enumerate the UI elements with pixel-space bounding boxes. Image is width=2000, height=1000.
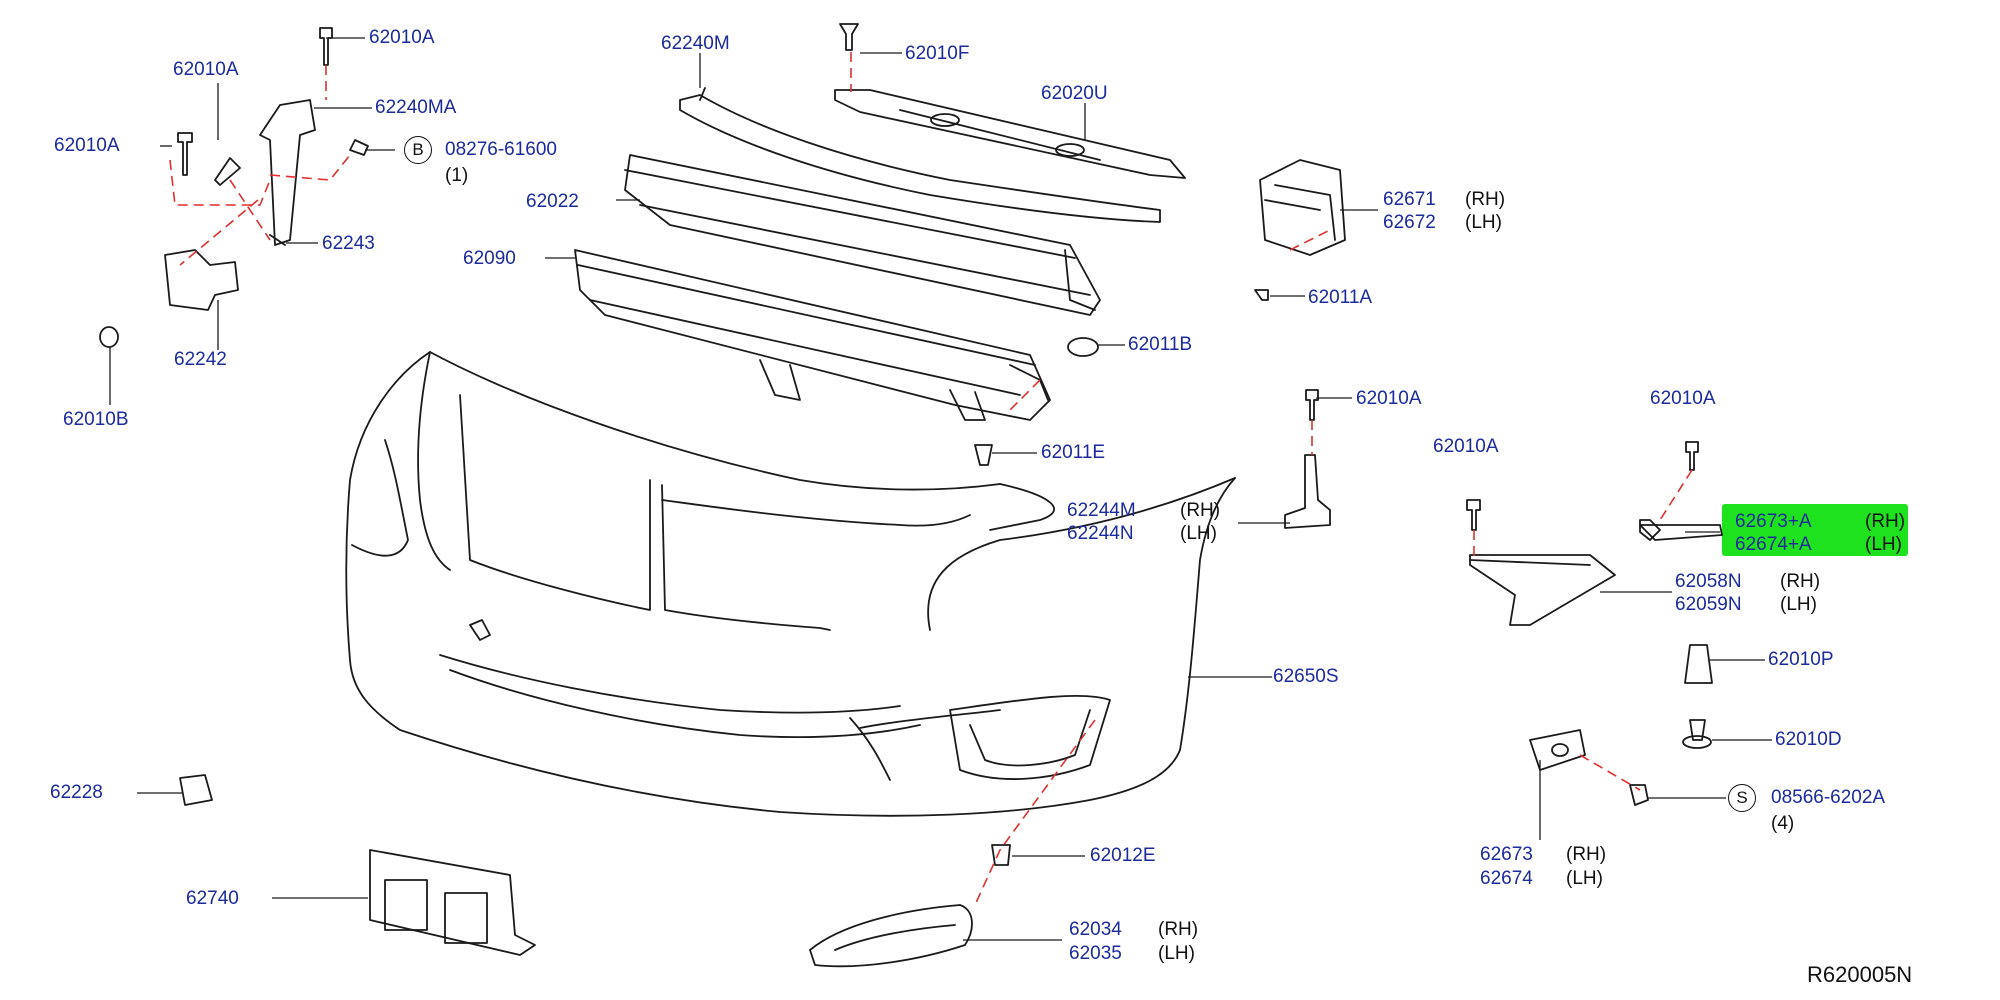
side-62034: (RH): [1158, 919, 1199, 940]
highlight-62673-62674: [1722, 504, 1908, 556]
absorber-62090: [574, 249, 1051, 421]
label-08276-61600: 08276-61600: [445, 139, 557, 160]
side-62674-a: (LH): [1865, 534, 1902, 555]
bracket-62242: [164, 249, 239, 311]
plate-62740: [369, 849, 536, 956]
side-62672: (LH): [1465, 212, 1502, 233]
label-62010P: 62010P: [1768, 649, 1834, 670]
bracket-62244M: [1284, 454, 1331, 529]
quantity-08566: (4): [1771, 813, 1795, 834]
label-62011E: 62011E: [1041, 442, 1106, 463]
label-62010A: 62010A: [1650, 388, 1716, 409]
label-62671: 62671: [1383, 189, 1436, 210]
label-62010A: 62010A: [369, 27, 435, 48]
label-62010A: 62010A: [54, 135, 120, 156]
label-62243: 62243: [322, 233, 375, 254]
callout-B: B: [404, 136, 432, 164]
bumper-fascia: [345, 351, 1236, 817]
bracket-62243: [259, 99, 316, 246]
label-leaders: [109, 37, 1772, 941]
dashed-leaders: [169, 52, 1693, 906]
side-62035: (LH): [1158, 943, 1195, 964]
cap-62228: [179, 774, 213, 806]
label-62058N: 62058N: [1675, 571, 1742, 592]
label-62034: 62034: [1069, 919, 1122, 940]
label-62010A: 62010A: [173, 59, 239, 80]
bracket-62673A: [1639, 524, 1723, 541]
label-62011A: 62011A: [1308, 287, 1373, 308]
label-62240MA: 62240MA: [375, 97, 457, 118]
label-62035: 62035: [1069, 943, 1122, 964]
side-62244N: (LH): [1180, 523, 1217, 544]
finisher-62034: [809, 904, 973, 968]
label-62010F: 62010F: [905, 43, 970, 64]
side-62673: (RH): [1566, 844, 1607, 865]
side-62674: (LH): [1566, 868, 1603, 889]
side-62058N: (RH): [1780, 571, 1821, 592]
side-62244M: (RH): [1180, 500, 1221, 521]
fasteners: [99, 23, 1713, 866]
label-62244N: 62244N: [1067, 523, 1134, 544]
reinforcement-62022: [624, 154, 1101, 316]
label-62010D: 62010D: [1775, 729, 1842, 750]
label-62011B: 62011B: [1128, 334, 1193, 355]
label-62059N: 62059N: [1675, 594, 1742, 615]
label-62673-a: 62673+A: [1735, 511, 1812, 532]
label-62240M: 62240M: [661, 33, 730, 54]
callout-S: S: [1728, 784, 1756, 812]
label-62020U: 62020U: [1041, 83, 1108, 104]
stay-62240M: [679, 87, 1161, 223]
label-62740: 62740: [186, 888, 239, 909]
label-62244M: 62244M: [1067, 500, 1136, 521]
bracket-62058N: [1469, 554, 1616, 626]
label-62010B: 62010B: [63, 409, 129, 430]
label-62012E: 62012E: [1090, 845, 1156, 866]
diagram-reference: R620005N: [1807, 962, 1913, 987]
label-08566-6202A: 08566-6202A: [1771, 787, 1886, 808]
label-62010A: 62010A: [1356, 388, 1422, 409]
side-62059N: (LH): [1780, 594, 1817, 615]
label-62674-a: 62674+A: [1735, 534, 1812, 555]
label-62010A: 62010A: [1433, 436, 1499, 457]
label-62673: 62673: [1480, 844, 1533, 865]
quantity-08276: (1): [445, 165, 469, 186]
label-62650S: 62650S: [1273, 666, 1339, 687]
bracket-62671: [1259, 159, 1346, 256]
label-62022: 62022: [526, 191, 579, 212]
label-62090: 62090: [463, 248, 516, 269]
stay-62020U: [834, 89, 1186, 179]
label-62674: 62674: [1480, 868, 1533, 889]
label-62242: 62242: [174, 349, 227, 370]
bracket-62673: [1529, 729, 1586, 771]
side-62673-a: (RH): [1865, 511, 1906, 532]
side-62671: (RH): [1465, 189, 1506, 210]
label-62228: 62228: [50, 782, 103, 803]
label-62672: 62672: [1383, 212, 1436, 233]
